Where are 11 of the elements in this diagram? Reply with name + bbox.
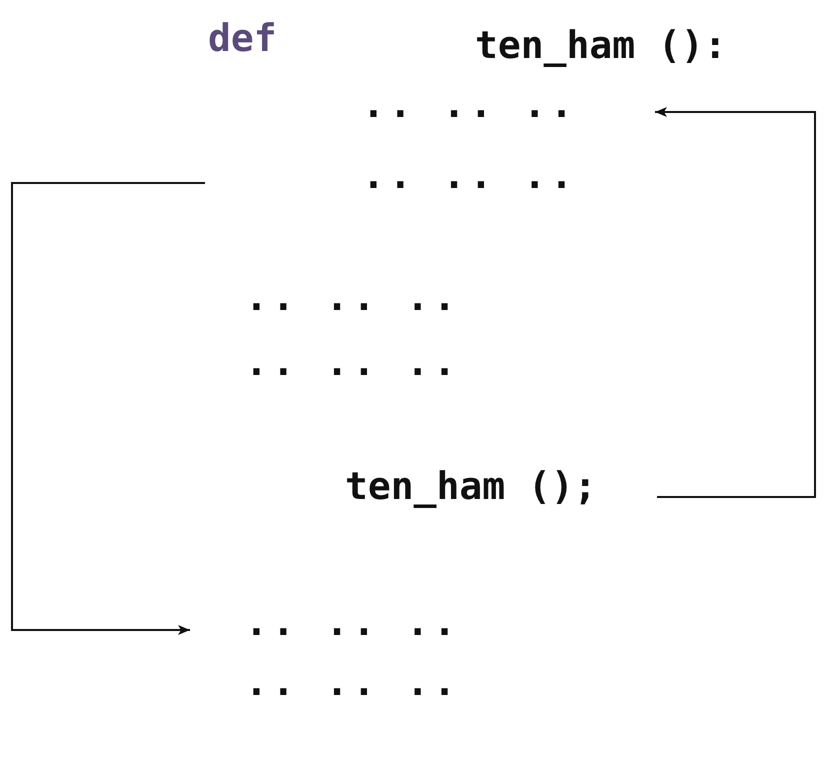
code-line: .. .. .. [190, 602, 480, 642]
code-line: .. .. .. [245, 662, 460, 702]
code-line: .. .. .. [362, 84, 655, 124]
function-signature: ten_ham (): [475, 25, 727, 65]
arrow [655, 107, 816, 498]
function-call: ten_ham (); [345, 466, 657, 506]
keyword-text: def [208, 18, 277, 58]
code-line: .. .. .. [362, 155, 578, 195]
code-line: .. .. .. [245, 342, 460, 382]
code-line: .. .. .. [245, 277, 460, 317]
arrow [11, 182, 205, 635]
